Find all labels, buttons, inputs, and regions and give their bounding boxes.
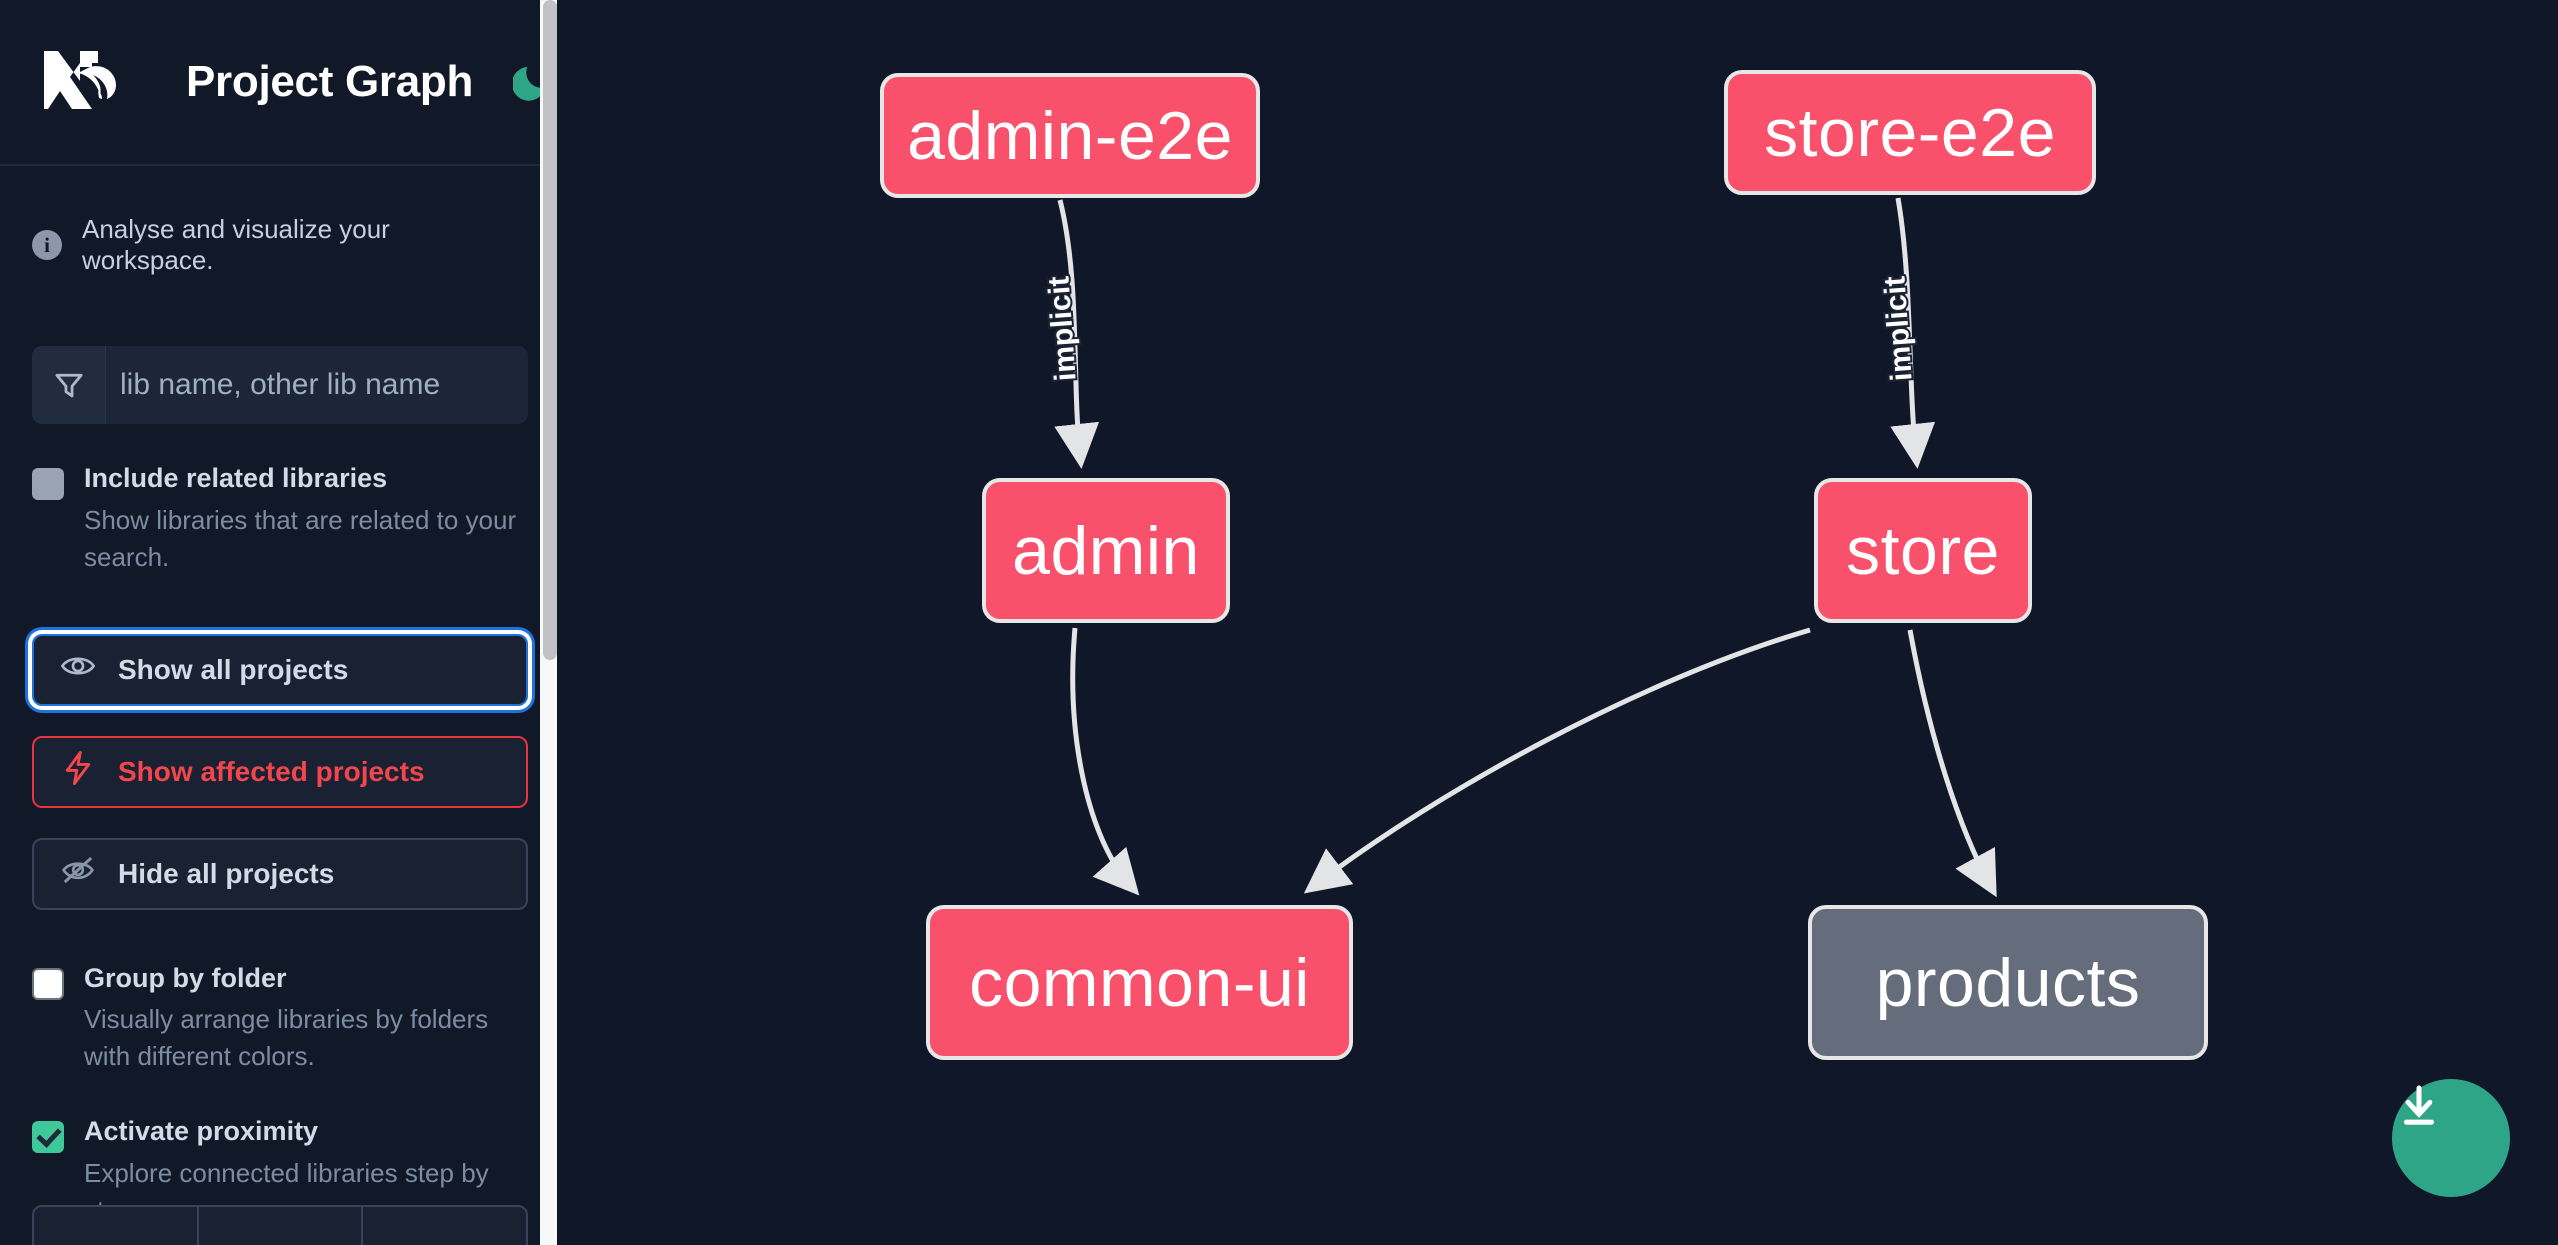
show-affected-projects-button[interactable]: Show affected projects [32, 735, 528, 808]
eye-icon [60, 648, 96, 691]
sidebar: Project Graph i Analyse and visualize yo… [0, 0, 560, 1245]
edge-store-e2e-to-store [1890, 197, 1936, 469]
graph-node-products[interactable]: products [1808, 905, 2208, 1060]
activate-proximity-checkbox[interactable] [32, 1121, 64, 1154]
edge-label-implicit: implicit [1878, 275, 1918, 382]
checkbox-include-related-libraries[interactable]: Include related libraries Show libraries… [32, 462, 528, 576]
group-by-folder-checkbox[interactable] [32, 967, 64, 1000]
graph-node-common-ui[interactable]: common-ui [926, 905, 1353, 1060]
search-filter-row [32, 346, 528, 424]
tagline-text: Analyse and visualize your workspace. [82, 214, 390, 275]
checkbox-label: Include related libraries [84, 463, 388, 493]
hide-all-projects-button[interactable]: Hide all projects [32, 837, 528, 910]
graph-node-store[interactable]: store [1814, 478, 2032, 623]
sidebar-header: Project Graph [0, 0, 560, 166]
button-label: Show affected projects [118, 755, 425, 787]
show-all-projects-button[interactable]: Show all projects [32, 633, 528, 706]
edge-store-to-common-ui [1303, 627, 1811, 894]
search-input[interactable] [106, 346, 528, 424]
checkbox-description: Show libraries that are related to your … [84, 504, 517, 572]
download-graph-button[interactable] [2392, 1079, 2510, 1197]
lightning-bolt-icon [60, 750, 96, 793]
edge-admin-to-common-ui [1070, 627, 1140, 896]
tagline: i Analyse and visualize your workspace. [32, 214, 528, 276]
proximity-step-option[interactable] [363, 1207, 526, 1245]
graph-edges: implicit implicit [1040, 197, 1997, 898]
checkbox-description: Visually arrange libraries by folders wi… [84, 1004, 489, 1072]
graph-canvas[interactable]: implicit implicit admin-e2e store-e2e ad… [560, 0, 2558, 1245]
sidebar-body: i Analyse and visualize your workspace. … [0, 214, 560, 1245]
moon-icon[interactable] [513, 59, 553, 105]
proximity-step-option[interactable] [199, 1207, 364, 1245]
edge-label-implicit: implicit [1042, 275, 1082, 382]
graph-node-store-e2e[interactable]: store-e2e [1724, 70, 2096, 195]
eye-off-icon [60, 852, 96, 895]
proximity-step-option[interactable] [34, 1207, 199, 1245]
page-title: Project Graph [186, 57, 474, 106]
button-label: Show all projects [118, 653, 349, 685]
sidebar-divider [557, 0, 560, 1245]
sidebar-scrollbar[interactable] [540, 0, 560, 1245]
filter-funnel-icon [32, 346, 106, 424]
checkbox-group-by-folder[interactable]: Group by folder Visually arrange librari… [32, 962, 528, 1076]
include-related-libraries-checkbox[interactable] [32, 468, 64, 500]
graph-node-admin-e2e[interactable]: admin-e2e [880, 73, 1260, 198]
edge-admin-e2e-to-admin [1054, 199, 1100, 469]
nx-logo-icon [32, 47, 128, 117]
checkbox-label: Group by folder [84, 962, 287, 993]
checkbox-label: Activate proximity [84, 1116, 319, 1147]
info-icon: i [32, 230, 62, 260]
edge-store-to-products [1907, 629, 1997, 898]
graph-node-admin[interactable]: admin [982, 478, 1230, 623]
button-label: Hide all projects [118, 857, 335, 889]
graph-action-buttons: Show all projects Show affected projects [32, 633, 528, 910]
scrollbar-thumb[interactable] [543, 0, 557, 660]
proximity-step-button-group[interactable] [32, 1205, 528, 1245]
